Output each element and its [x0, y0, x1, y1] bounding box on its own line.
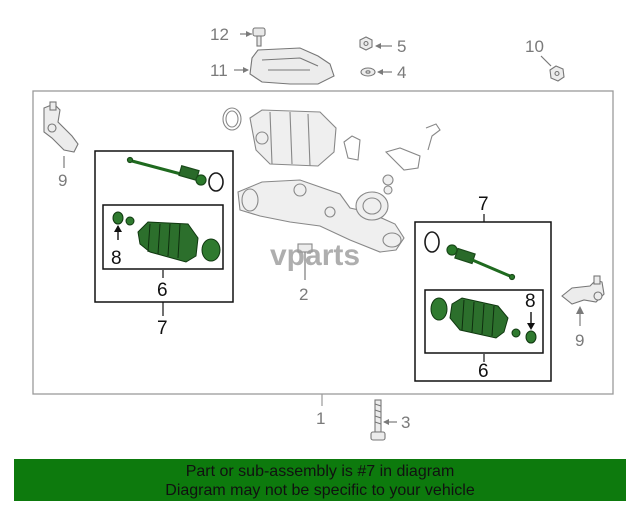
bolt-2[interactable] — [297, 243, 313, 253]
callout-10: 10 — [525, 37, 544, 56]
kit-6-left-inner — [102, 204, 224, 270]
boot-right[interactable] — [430, 297, 537, 344]
callout-7-left-bottom: 7 — [157, 318, 168, 339]
seal-ring-right[interactable] — [424, 231, 440, 253]
callout-12: 12 — [210, 25, 229, 44]
callout-11: 11 — [210, 61, 228, 80]
inner-tie-rod-left[interactable] — [126, 156, 207, 186]
banner-line-1: Part or sub-assembly is #7 in diagram — [185, 463, 455, 480]
callout-3: 3 — [401, 413, 410, 432]
bolt-12[interactable] — [252, 27, 266, 47]
banner-line-2: Diagram may not be specific to your vehi… — [165, 482, 475, 499]
seal-ring-left[interactable] — [208, 172, 224, 192]
steering-gear-assembly[interactable] — [222, 107, 441, 253]
callout-6-right: 6 — [478, 361, 489, 382]
kit-6-right-inner — [424, 289, 544, 354]
kit-7-left-outer — [94, 150, 234, 303]
callout-5: 5 — [397, 37, 406, 56]
callout-9-left: 9 — [58, 171, 67, 190]
kit-7-right-outer — [414, 221, 552, 382]
washer-4[interactable] — [360, 67, 376, 77]
tie-rod-end-left[interactable] — [43, 101, 79, 153]
callout-8-right: 8 — [525, 291, 536, 312]
callout-2: 2 — [299, 285, 308, 304]
shield-11[interactable] — [249, 47, 335, 85]
callout-8-left: 8 — [111, 248, 122, 269]
callout-6-left: 6 — [157, 280, 168, 301]
parts-diagram: 12 11 5 4 10 — [32, 25, 614, 441]
vparts-watermark: vparts — [270, 239, 360, 272]
bolt-3[interactable] — [370, 399, 386, 441]
callout-7-right: 7 — [478, 194, 489, 215]
nut-5[interactable] — [359, 36, 373, 51]
callout-9-right: 9 — [575, 331, 584, 350]
highlight-notice-banner: Part or sub-assembly is #7 in diagram Di… — [14, 459, 626, 501]
boot-left[interactable] — [112, 211, 221, 263]
nut-10[interactable] — [549, 65, 565, 82]
callout-1: 1 — [316, 409, 325, 428]
inner-tie-rod-right[interactable] — [446, 244, 516, 281]
callout-4: 4 — [397, 63, 406, 82]
tie-rod-end-right[interactable] — [561, 275, 605, 305]
main-assembly-frame — [32, 90, 614, 395]
